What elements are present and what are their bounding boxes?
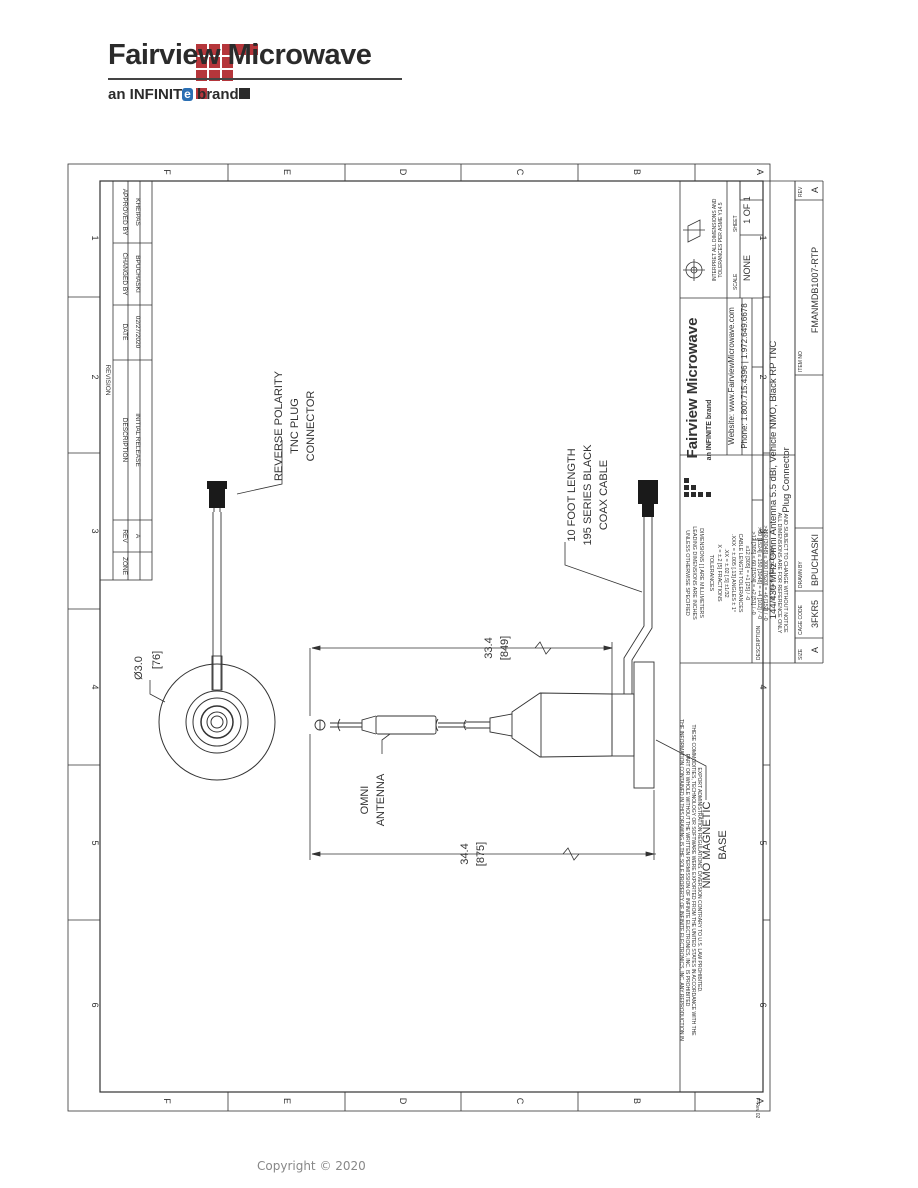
zone-number-5: 5 [90, 840, 100, 845]
tolerance-line-8: CABLE LENGTH TOLERANCES [737, 534, 743, 613]
callout-connector-3: CONNECTOR [305, 391, 317, 462]
tolerance-line-13: >300 [7620] = +5% / -0 [768, 546, 774, 601]
revision-header-changed-by: CHANGED BY [121, 253, 128, 297]
zone-number-4: 4 [90, 684, 100, 689]
title-block-logo-icon [684, 478, 711, 497]
zone-number-2: 2 [90, 374, 100, 379]
tolerance-line-11: >60 [1524] ≤ 150 [3048] = +4 [102] / -0 [756, 527, 762, 619]
callout-cable-3: COAX CABLE [598, 460, 610, 530]
antenna-side-view-icon [314, 516, 655, 789]
description-label: DESCRIPTION [756, 625, 762, 660]
revision-header-description: DESCRIPTION [121, 418, 128, 463]
dim-overall-length: 34.4 [459, 843, 471, 864]
zone-number-6-right: 6 [758, 1002, 768, 1007]
tolerance-line-3: DIMENSIONS [ ] ARE MILLIMETERS [698, 528, 704, 618]
tolerance-line-10: >12 [305] ≤ 60 [1524] = +2 [51] / -0 [750, 531, 756, 614]
disclaimer-line-1: ALL DIMENSIONS ARE FOR REFERENCE ONLY [776, 513, 782, 634]
tolerance-line-9: ≤12 [305] = +1 [25] / -0 [744, 546, 750, 601]
proprietary-line-2: PART OR WHOLE WITHOUT THE WRITTEN PERMIS… [684, 754, 690, 1007]
zone-number-1-right: 1 [758, 235, 768, 240]
form-number: F-Rev 02 [754, 1098, 760, 1119]
title-block-phone: Phone: 1.800.715.4396 | 1.972.649.6678 [740, 303, 749, 449]
zone-letter-a-bottom: A [755, 1098, 765, 1104]
sheet-label: SHEET [733, 215, 739, 232]
zone-number-2-right: 2 [758, 374, 768, 379]
dim-antenna-length: 33.4 [483, 637, 495, 658]
zone-letter-d-bottom: D [398, 1098, 408, 1105]
brand-rule [108, 78, 402, 80]
tolerance-line-12: >150 [3048] ≤ 300 [7620] = +6 [152] / -0 [762, 525, 768, 620]
rp-tnc-connector-side-icon [638, 480, 658, 517]
callout-cable-2: 195 SERIES BLACK [582, 444, 594, 546]
disclaimer-line-2: AND SUBJECT TO CHANGE WITHOUT NOTICE [782, 513, 788, 633]
zone-letter-e: E [282, 169, 292, 175]
zone-number-6: 6 [90, 1002, 100, 1007]
callout-base-1: NMO MAGNETIC [701, 802, 713, 889]
callout-connector-1: REVERSE POLARITY [273, 370, 285, 481]
projection-symbol-icon [683, 219, 705, 281]
title-block-company: Fairview Microwave [684, 318, 701, 459]
description-line-2: Plug Connector [781, 447, 792, 512]
tolerance-line-6: .XX = ±.02 [.5] ±1/32 [723, 548, 729, 597]
zone-number-4-right: 4 [758, 684, 768, 689]
revision-row-description: INITIAL RELEASE [134, 413, 141, 467]
zone-number-3-right: 3 [758, 528, 768, 533]
tolerance-line-1: UNLESS OTHERWISE SPECIFIED [684, 530, 690, 616]
revision-header-date: DATE [121, 324, 128, 342]
zone-number-1: 1 [90, 235, 100, 240]
tolerance-line-4: TOLERANCES [708, 555, 714, 592]
rp-tnc-connector-icon [207, 481, 227, 508]
zone-letter-b-bottom: B [632, 1098, 642, 1104]
zone-letter-e-bottom: E [282, 1098, 292, 1104]
revision-header-rev: REV [121, 529, 128, 543]
dim-overall-length-mm: [875] [475, 842, 487, 866]
revision-row-approved-by: KHEIPAS [134, 198, 141, 226]
zone-letter-f-bottom: F [162, 1098, 172, 1104]
tolerance-line-7: .XXX = ±.005 [.13] ANGLES ± 1° [730, 534, 736, 612]
zone-letter-f: F [162, 169, 172, 175]
projection-note-2: TOLERANCES PER ASME Y14.5 [718, 202, 724, 277]
description-line-1: 144/430 MHz Omni Antenna 5.5 dBi, Vehicl… [768, 341, 779, 620]
scale-value: NONE [742, 255, 752, 281]
zone-letter-c: C [515, 169, 525, 176]
proprietary-line-3: THESE COMMODITIES, TECHNOLOGY OR SOFTWAR… [690, 724, 696, 1036]
title-block-website: Website: www.FairviewMicrowave.com [727, 307, 736, 445]
zone-letter-a: A [755, 169, 765, 175]
callout-antenna-1: OMNI [359, 786, 371, 815]
callout-connector-2: TNC PLUG [289, 398, 301, 454]
brand-tagline-mark: e [182, 87, 193, 101]
zone-letter-b: B [632, 169, 642, 175]
projection-note-1: INTERPRET ALL DIMENSIONS AND [712, 198, 718, 281]
proprietary-line-4: EXPORT ADMINISTRATION REGULATIONS. DIVER… [696, 768, 702, 993]
zone-letter-c-bottom: C [515, 1098, 525, 1105]
revision-title: REVISION [104, 364, 111, 395]
callout-base-2: BASE [717, 830, 729, 859]
revision-row-changed-by: BPUCHASKI [134, 255, 141, 293]
revision-header-zone: ZONE [121, 557, 128, 576]
revision-header-approved-by: APPROVED BY [121, 189, 128, 236]
revision-row-rev: A [134, 534, 141, 539]
revision-row-date: 02/27/2020 [134, 316, 141, 349]
callout-antenna-2: ANTENNA [375, 773, 387, 826]
zone-letter-d: D [398, 169, 408, 176]
dim-base-diameter-mm: [76] [151, 651, 163, 669]
proprietary-line-1: THE INFORMATION CONTAINED IN THIS DRAWIN… [678, 719, 684, 1041]
brand-logo-icon [196, 44, 258, 99]
zone-number-3: 3 [90, 528, 100, 533]
sheet-value: 1 OF 1 [742, 196, 752, 224]
footer-copyright: Copyright © 2020 [257, 1159, 366, 1173]
dim-base-diameter: Ø3.0 [133, 656, 145, 680]
dim-antenna-length-mm: [849] [499, 636, 511, 660]
zone-number-5-right: 5 [758, 840, 768, 845]
brand-name: Fairview Microwave [108, 39, 372, 71]
tolerance-line-5: X = ±.2 [5] FRACTIONS [716, 544, 722, 602]
title-block-brand-line: an INFINITE brand [706, 400, 713, 461]
scale-label: SCALE [733, 273, 739, 290]
tolerance-line-2: LEADING DIMENSIONS ARE INCHES [691, 526, 697, 620]
callout-cable-1: 10 FOOT LENGTH [566, 448, 578, 541]
base-top-view-icon [158, 500, 276, 781]
